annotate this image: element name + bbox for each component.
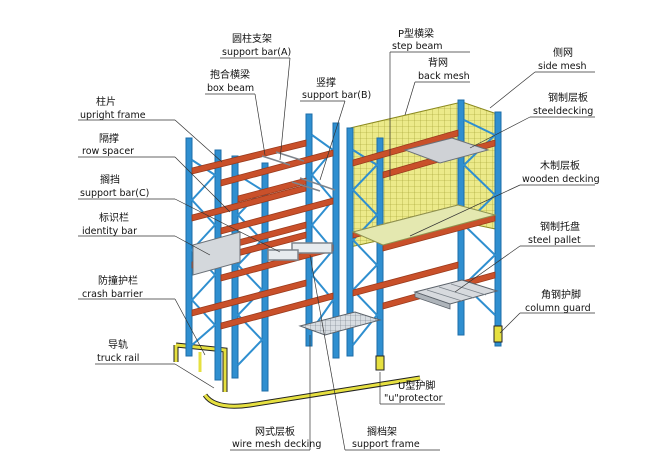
svg-text:support bar(A): support bar(A): [222, 47, 291, 58]
svg-text:wire mesh decking: wire mesh decking: [232, 439, 321, 450]
label-row-spacer: 隔撑 row spacer: [82, 132, 134, 157]
truck-rail-floor: [202, 375, 421, 409]
svg-text:truck rail: truck rail: [97, 353, 139, 364]
label-crash-barrier: 防撞护栏 crash barrier: [82, 274, 143, 300]
label-steel-pallet: 钢制托盘 steel pallet: [528, 220, 581, 246]
column-guard-shape: [493, 325, 503, 343]
label-support-bar-b: 竖撑 support bar(B): [302, 76, 371, 101]
svg-text:标识栏: 标识栏: [99, 211, 129, 224]
upright-frames: [185, 99, 502, 392]
svg-text:钢制托盘: 钢制托盘: [540, 220, 580, 233]
svg-text:side mesh: side mesh: [538, 61, 587, 72]
steel-decking-shape: [403, 137, 490, 164]
svg-text:抱合横梁: 抱合横梁: [210, 68, 250, 81]
support-bars: [261, 151, 336, 261]
svg-text:角钢护脚: 角钢护脚: [541, 288, 581, 301]
svg-text:导轨: 导轨: [108, 338, 128, 351]
svg-text:U型护脚: U型护脚: [398, 379, 435, 392]
svg-text:row spacer: row spacer: [82, 146, 134, 157]
svg-text:防撞护栏: 防撞护栏: [98, 274, 138, 287]
label-column-guard: 角钢护脚 column guard: [525, 288, 591, 314]
label-upright-frame: 柱片 upright frame: [80, 95, 146, 121]
wooden-decking-shape: [351, 204, 497, 246]
svg-text:搁挡: 搁挡: [100, 173, 120, 186]
leader-lines: [78, 51, 595, 451]
svg-text:搁档架: 搁档架: [367, 425, 397, 438]
label-wire-mesh-decking: 网式层板 wire mesh decking: [232, 425, 321, 450]
svg-text:steeldecking: steeldecking: [533, 106, 593, 117]
svg-text:圆柱支架: 圆柱支架: [232, 32, 272, 45]
svg-text:support bar(C): support bar(C): [80, 188, 149, 199]
svg-text:box beam: box beam: [207, 83, 254, 94]
svg-text:P型横梁: P型横梁: [398, 27, 434, 40]
wire-mesh-decking-shape: [298, 311, 382, 336]
label-u-protector: U型护脚 "u"protector: [384, 379, 443, 404]
label-side-mesh: 侧网 side mesh: [538, 46, 587, 72]
label-support-bar-c: 搁挡 support bar(C): [80, 173, 149, 199]
steel-pallet-shape: [413, 279, 499, 310]
svg-text:upright frame: upright frame: [80, 110, 146, 121]
svg-text:crash barrier: crash barrier: [82, 289, 143, 300]
label-back-mesh: 背网 back mesh: [418, 56, 470, 82]
label-identity-bar: 标识栏 identity bar: [82, 211, 137, 237]
label-support-bar-a: 圆柱支架 support bar(A): [222, 32, 291, 58]
svg-text:column guard: column guard: [525, 303, 591, 314]
svg-text:背网: 背网: [428, 56, 448, 69]
svg-text:钢制层板: 钢制层板: [548, 91, 588, 104]
svg-text:identity bar: identity bar: [82, 226, 137, 237]
svg-text:back mesh: back mesh: [418, 71, 470, 82]
svg-text:support frame: support frame: [352, 439, 420, 450]
label-box-beam: 抱合横梁 box beam: [207, 68, 254, 94]
label-truck-rail: 导轨 truck rail: [97, 338, 139, 364]
svg-text:steel pallet: steel pallet: [528, 235, 581, 246]
svg-text:网式层板: 网式层板: [255, 425, 295, 438]
svg-text:木制层板: 木制层板: [540, 159, 580, 172]
label-support-frame: 搁档架 support frame: [352, 425, 420, 450]
svg-text:"u"protector: "u"protector: [384, 393, 443, 404]
svg-text:隔撑: 隔撑: [99, 132, 119, 145]
label-wooden-decking: 木制层板 wooden decking: [522, 159, 600, 185]
svg-text:侧网: 侧网: [553, 46, 573, 59]
identity-bar-shape: [192, 231, 241, 276]
svg-text:wooden decking: wooden decking: [522, 174, 600, 185]
label-step-beam: P型横梁 step beam: [392, 27, 443, 52]
svg-text:柱片: 柱片: [96, 95, 116, 108]
label-steel-decking: 钢制层板 steeldecking: [533, 91, 593, 117]
u-protector-shape: [375, 355, 385, 371]
svg-text:support bar(B): support bar(B): [302, 90, 371, 101]
svg-text:step beam: step beam: [392, 41, 443, 52]
svg-text:竖撑: 竖撑: [316, 76, 336, 89]
